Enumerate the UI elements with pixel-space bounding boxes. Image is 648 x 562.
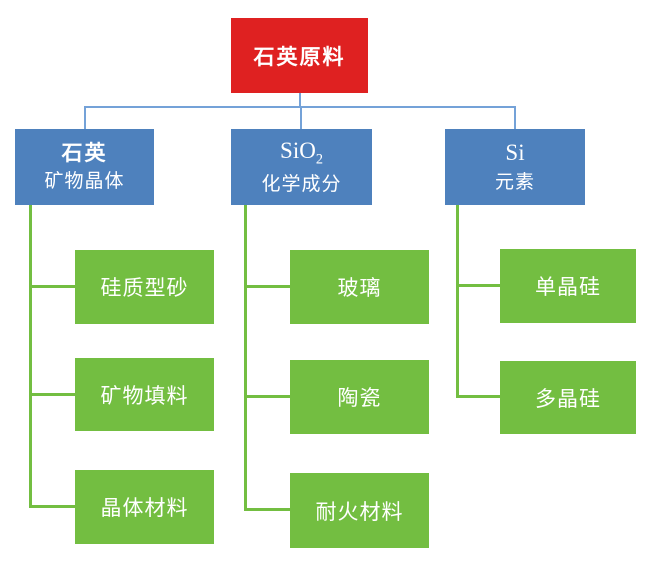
- leaf-node-refractory-material: 耐火材料: [290, 473, 429, 548]
- connector-col1-spine: [29, 205, 32, 508]
- branch-node-si: Si 元素: [445, 129, 585, 205]
- leaf-label: 陶瓷: [337, 386, 382, 410]
- connector-col1-stub-1: [29, 285, 75, 288]
- connector-col3-stub-2: [456, 395, 500, 398]
- branch-sio2-title-main: SiO: [280, 138, 316, 164]
- root-node-quartz-raw-material: 石英原料: [231, 18, 368, 93]
- leaf-node-mineral-filler: 矿物填料: [75, 358, 214, 431]
- branch-si-subtitle: 元素: [494, 171, 535, 193]
- branch-node-quartz: 石英 矿物晶体: [15, 129, 154, 205]
- branch-si-title: Si: [505, 140, 525, 166]
- branch-sio2-subtitle: 化学成分: [261, 173, 342, 195]
- leaf-node-glass: 玻璃: [290, 250, 429, 324]
- branch-quartz-title: 石英: [61, 141, 108, 165]
- branch-node-sio2: SiO2 化学成分: [231, 129, 372, 205]
- root-node-label: 石英原料: [253, 45, 346, 69]
- leaf-node-monocrystalline-silicon: 单晶硅: [500, 249, 636, 323]
- leaf-label: 玻璃: [337, 276, 382, 300]
- leaf-label: 硅质型砂: [100, 276, 189, 300]
- connector-drop-left: [84, 106, 86, 130]
- leaf-node-ceramics: 陶瓷: [290, 360, 429, 434]
- connector-col3-stub-1: [456, 284, 500, 287]
- leaf-node-crystal-material: 晶体材料: [75, 470, 214, 544]
- branch-sio2-title-subscript: 2: [315, 151, 323, 168]
- connector-root-stem: [299, 93, 301, 107]
- connector-drop-right: [514, 106, 516, 130]
- leaf-label: 矿物填料: [100, 383, 189, 408]
- connector-col1-stub-2: [29, 393, 75, 396]
- connector-col3-spine: [456, 205, 459, 398]
- connector-col2-stub-2: [244, 395, 290, 398]
- leaf-label: 晶体材料: [100, 496, 189, 520]
- leaf-label: 单晶硅: [535, 275, 601, 299]
- connector-drop-center: [300, 106, 302, 130]
- connector-col2-spine: [244, 205, 247, 511]
- connector-col2-stub-3: [244, 508, 290, 511]
- leaf-label: 多晶硅: [535, 386, 601, 411]
- branch-quartz-subtitle: 矿物晶体: [44, 170, 125, 192]
- leaf-label: 耐火材料: [315, 499, 404, 524]
- leaf-node-siliceous-sand: 硅质型砂: [75, 250, 214, 324]
- leaf-node-polycrystalline-silicon: 多晶硅: [500, 361, 636, 434]
- branch-sio2-title: SiO2: [280, 137, 323, 169]
- connector-col1-stub-3: [29, 505, 75, 508]
- connector-col2-stub-1: [244, 285, 290, 288]
